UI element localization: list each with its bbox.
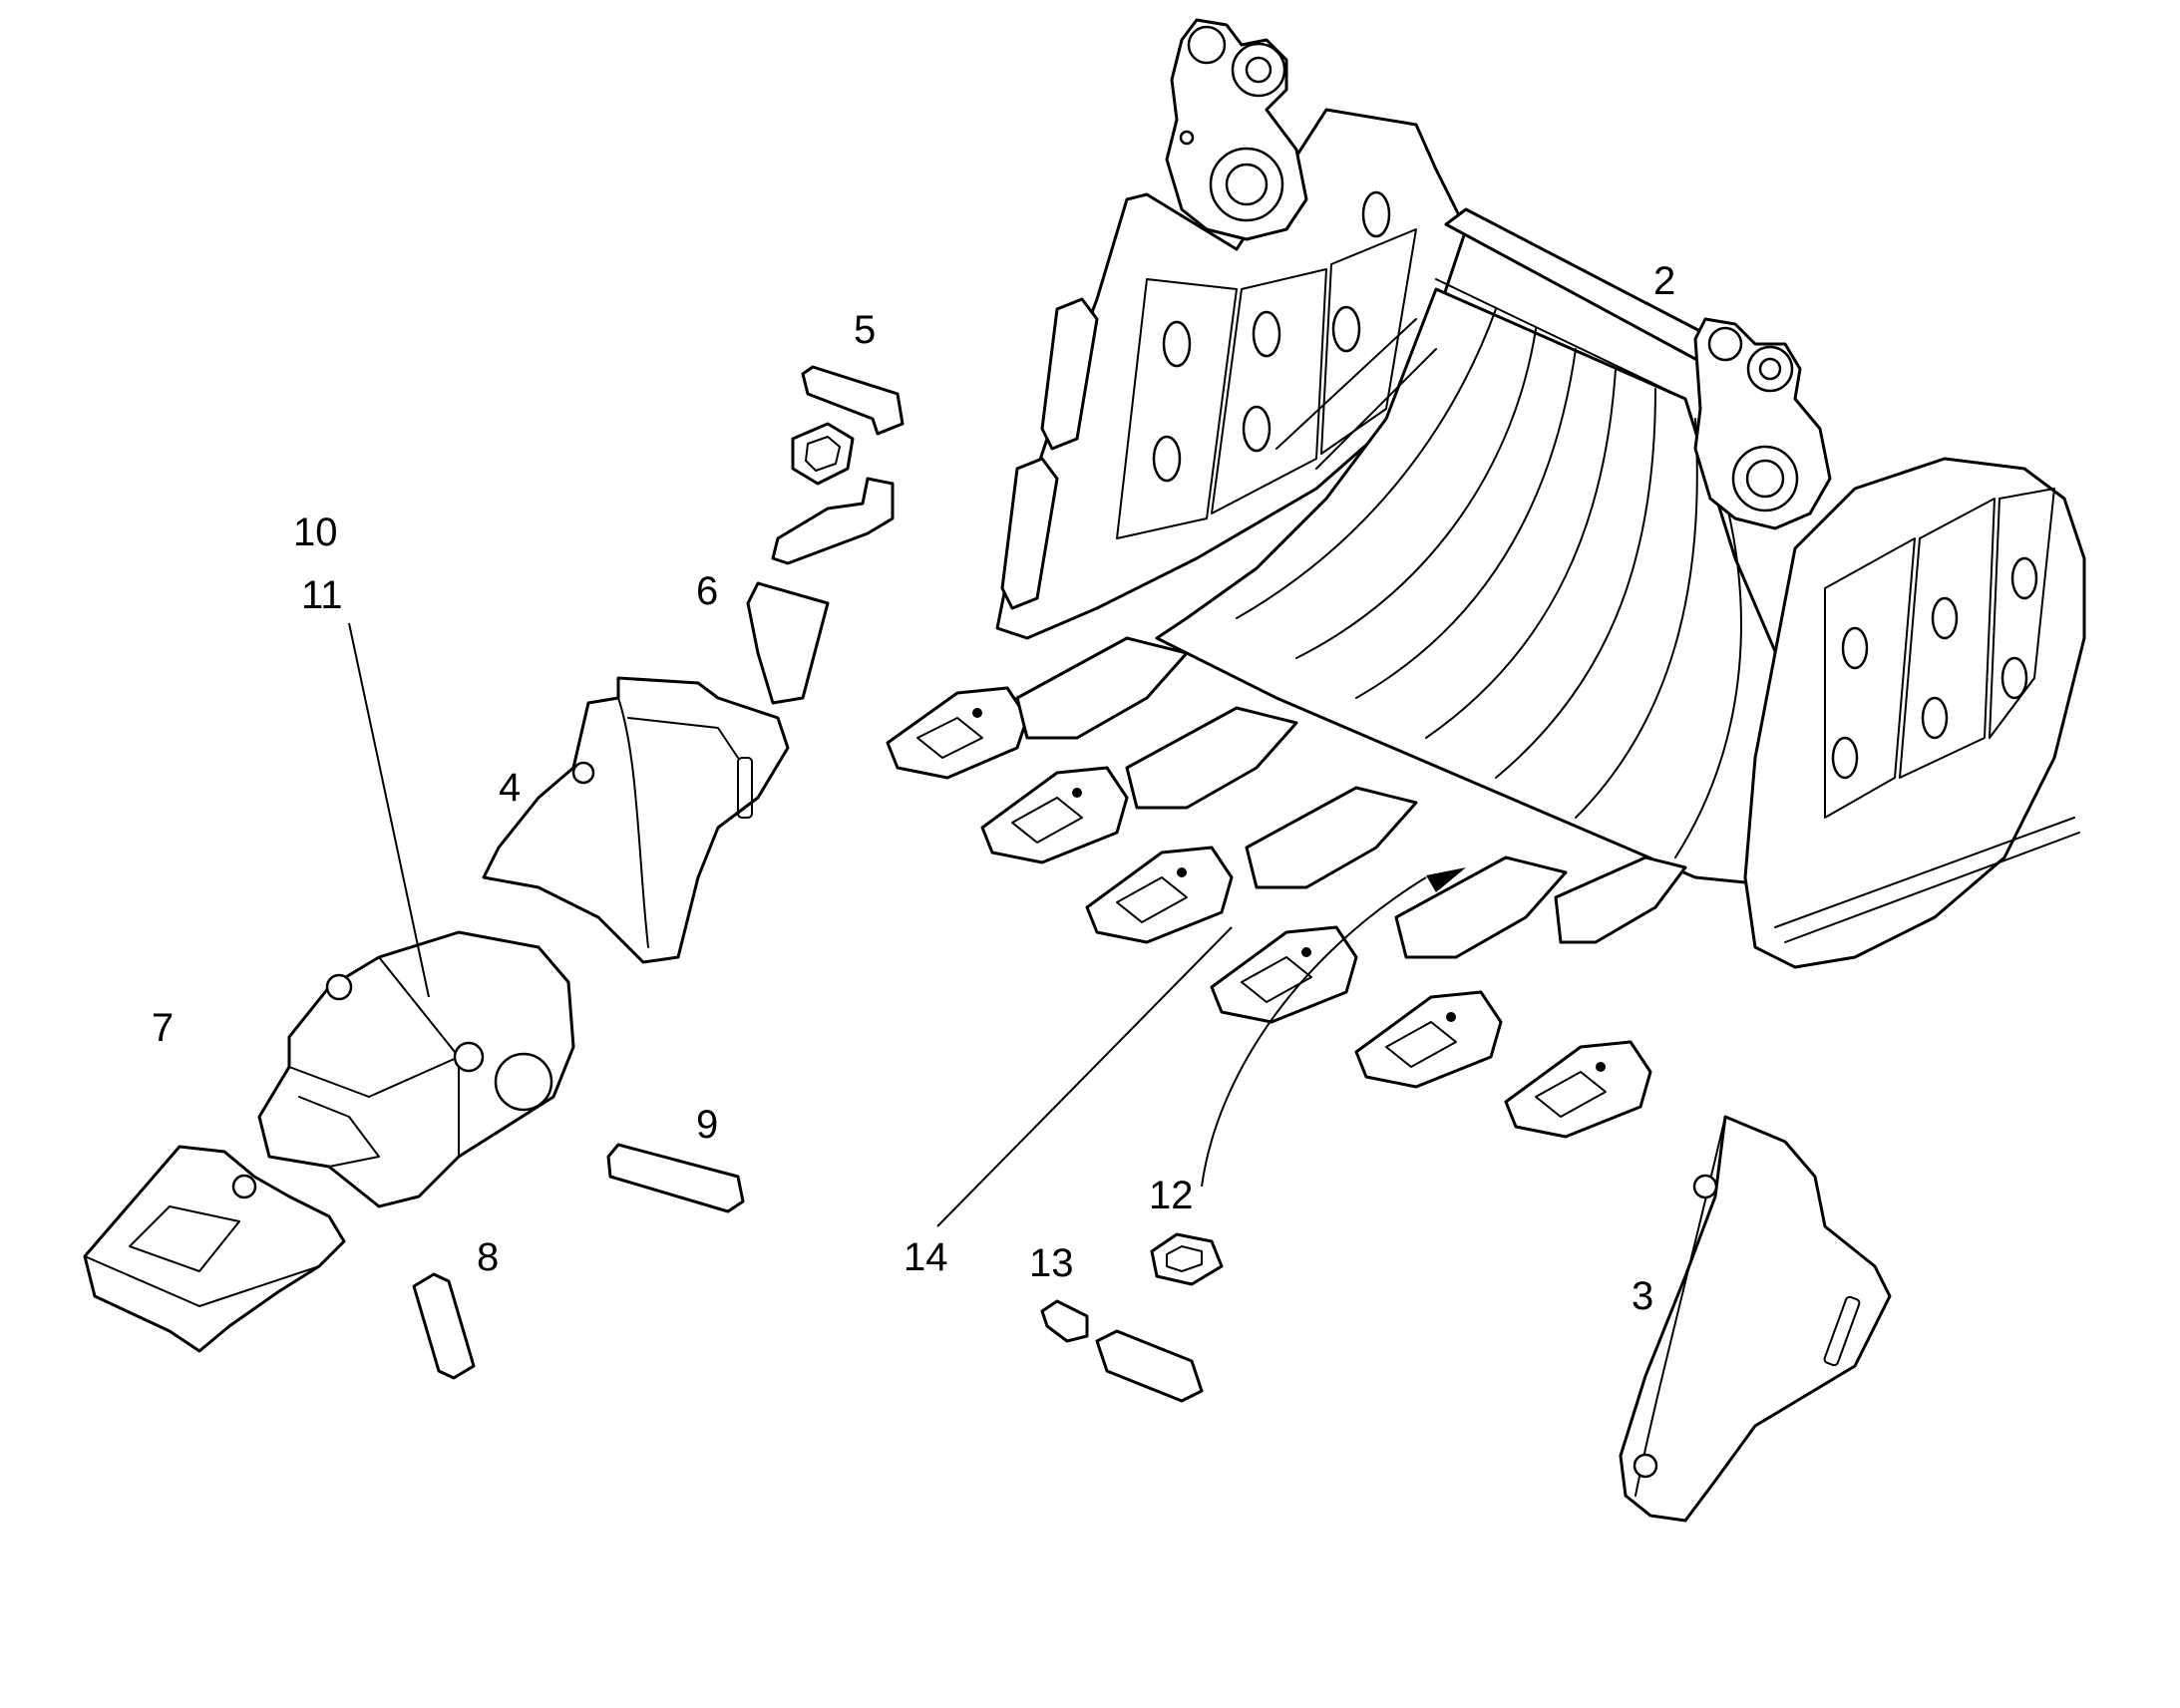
part-9-pin	[606, 1143, 745, 1213]
part-13-lock-pieces	[1040, 1299, 1204, 1403]
part-4-adapter-shroud	[482, 676, 790, 964]
part-6-wedge	[746, 581, 830, 705]
tooth-6	[1504, 1040, 1652, 1139]
callout-2: 2	[1653, 259, 1675, 303]
bucket-right-side-plate	[1743, 457, 2086, 969]
part-5-lock-ring	[791, 422, 855, 486]
callout-5: 5	[854, 308, 876, 352]
callout-13: 13	[1029, 1241, 1074, 1285]
part-5-lock-top	[801, 365, 905, 436]
callout-9: 9	[696, 1103, 718, 1147]
parts-10-11-adapter	[257, 930, 575, 1208]
leader-lines	[348, 622, 1466, 1227]
part-5-lock-assembly	[771, 365, 905, 565]
part-7-tooth-tip	[83, 1145, 346, 1353]
callout-14: 14	[904, 1235, 948, 1279]
lip-shroud-3	[1245, 786, 1418, 889]
lip-shroud-2	[1125, 706, 1298, 810]
tooth-1	[886, 686, 1029, 780]
tooth-5	[1354, 990, 1503, 1089]
callout-labels: 2 3 4 5 6 7 8 9 10 11 12 13 14	[152, 259, 1675, 1318]
bucket-assembly	[995, 18, 2086, 969]
callout-8: 8	[477, 1235, 499, 1279]
bucket-teeth-row	[886, 636, 1687, 1139]
part-12-retainer	[1150, 1232, 1224, 1286]
tooth-4	[1210, 925, 1358, 1024]
lip-shroud-4	[1394, 855, 1568, 959]
callout-10: 10	[293, 511, 338, 554]
callout-12: 12	[1149, 1174, 1194, 1217]
leader-12	[1201, 876, 1427, 1188]
bucket-left-wear-block-lower	[1000, 457, 1059, 610]
bucket-left-wear-block	[1040, 297, 1099, 451]
part-8-pin	[412, 1272, 476, 1380]
callout-4: 4	[499, 766, 521, 810]
lip-shroud-5	[1554, 855, 1687, 944]
leader-14	[936, 926, 1233, 1227]
callout-11: 11	[301, 573, 343, 617]
leader-12-arrowhead	[1426, 867, 1466, 892]
lip-shroud-1	[1015, 636, 1189, 740]
callout-7: 7	[152, 1006, 174, 1050]
callout-3: 3	[1632, 1274, 1653, 1318]
part-3-side-cutter	[1619, 1115, 1892, 1523]
tooth-2	[980, 766, 1129, 864]
tooth-3	[1085, 846, 1234, 944]
part-5-lock-bottom	[771, 477, 895, 565]
bucket-floor	[1155, 287, 1897, 899]
callout-6: 6	[696, 569, 718, 613]
leader-10-11	[348, 622, 430, 998]
